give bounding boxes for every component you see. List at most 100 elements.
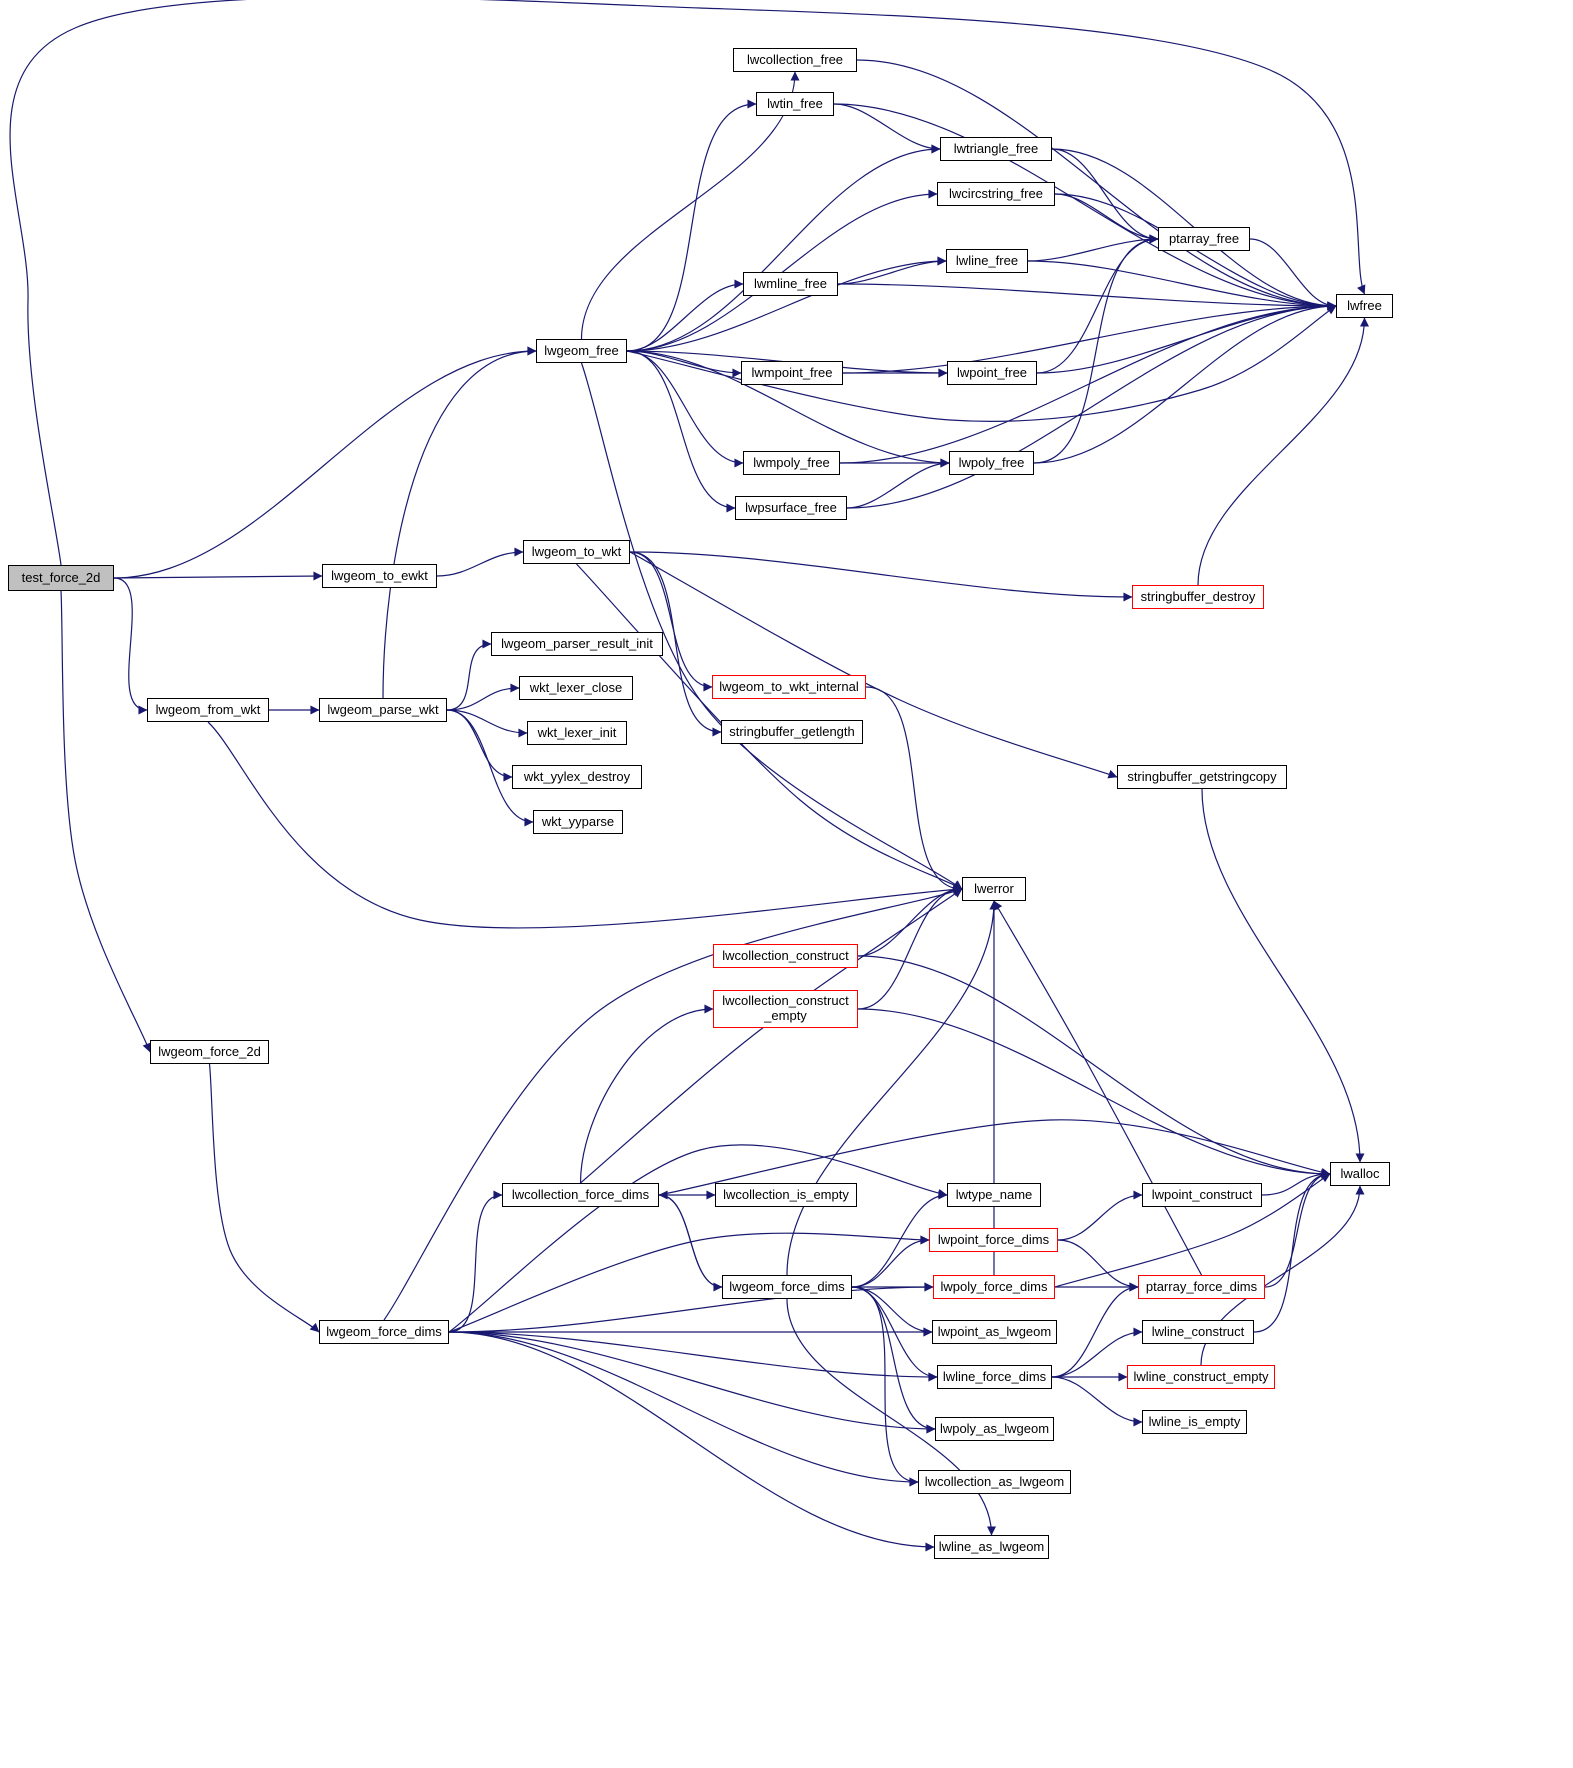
node-lwgeom_force_dims_mid[interactable]: lwgeom_force_dims: [722, 1275, 852, 1299]
edge-lwcollection_force_dims-lwcollection_construct_empty: [579, 1004, 714, 1184]
edge-lwgeom_parse_wkt-lwgeom_parser_result_init: [446, 639, 492, 711]
edge-lwgeom_to_wkt-stringbuffer_destroy: [629, 551, 1133, 602]
edge-lwgeom_force_dims_left-lwline_force_dims: [448, 1331, 938, 1382]
edge-lwgeom_parse_wkt-wkt_lexer_init: [446, 709, 528, 738]
edge-test_force_2d-lwfree: [9, 0, 1366, 566]
edge-ptarray_free-lwfree: [1249, 238, 1337, 311]
node-lwgeom_to_wkt_internal[interactable]: lwgeom_to_wkt_internal: [712, 675, 866, 699]
node-wkt_yyparse[interactable]: wkt_yyparse: [533, 810, 623, 834]
node-lwmpoly_free[interactable]: lwmpoly_free: [743, 451, 840, 475]
node-lwpsurface_free[interactable]: lwpsurface_free: [735, 496, 847, 520]
edge-lwgeom_force_dims_mid-lwline_force_dims: [851, 1286, 938, 1382]
edge-lwgeom_force_dims_left-lwcollection_as_lwgeom: [448, 1331, 919, 1487]
node-lwgeom_force_2d[interactable]: lwgeom_force_2d: [150, 1040, 269, 1064]
node-lwgeom_parse_wkt[interactable]: lwgeom_parse_wkt: [319, 698, 447, 722]
edge-lwgeom_force_dims_mid-lwcollection_force_dims: [658, 1190, 723, 1288]
node-lwcollection_as_lwgeom[interactable]: lwcollection_as_lwgeom: [918, 1470, 1071, 1494]
node-lwline_free[interactable]: lwline_free: [946, 249, 1028, 273]
node-lwgeom_free[interactable]: lwgeom_free: [536, 339, 627, 363]
edge-lwgeom_to_wkt-lwgeom_to_wkt_internal: [629, 551, 713, 692]
node-lwline_construct_empty[interactable]: lwline_construct_empty: [1127, 1365, 1275, 1389]
edge-lwcircstring_free-ptarray_free: [1054, 193, 1159, 244]
node-stringbuffer_destroy[interactable]: stringbuffer_destroy: [1132, 585, 1264, 609]
edge-lwgeom_free-lwmline_free: [626, 279, 744, 352]
node-lwalloc[interactable]: lwalloc: [1330, 1162, 1390, 1186]
edge-lwline_free-ptarray_free: [1027, 234, 1159, 262]
edge-lwpoint_construct-lwalloc: [1261, 1169, 1331, 1196]
node-lwcollection_is_empty[interactable]: lwcollection_is_empty: [715, 1183, 857, 1207]
node-wkt_yylex_destroy[interactable]: wkt_yylex_destroy: [512, 765, 642, 789]
edge-test_force_2d-lwgeom_force_2d: [60, 590, 152, 1053]
node-lwgeom_to_wkt[interactable]: lwgeom_to_wkt: [523, 540, 630, 564]
node-lwpoly_force_dims[interactable]: lwpoly_force_dims: [933, 1275, 1055, 1299]
node-lwerror[interactable]: lwerror: [962, 877, 1026, 901]
edge-lwgeom_force_dims_left-lwpoly_force_dims: [448, 1282, 934, 1333]
edge-lwgeom_free-lwpsurface_free: [626, 350, 736, 513]
edge-lwpoint_free-lwfree: [1036, 301, 1337, 374]
edge-lwgeom_force_dims_left-lwerror: [383, 887, 963, 1321]
node-lwgeom_to_ewkt[interactable]: lwgeom_to_ewkt: [322, 564, 437, 588]
node-ptarray_free[interactable]: ptarray_free: [1158, 227, 1250, 251]
node-lwcollection_construct_empty[interactable]: lwcollection_construct _empty: [713, 990, 858, 1028]
node-wkt_lexer_close[interactable]: wkt_lexer_close: [519, 676, 633, 700]
edge-lwtin_free-lwtriangle_free: [833, 103, 941, 154]
node-lwtin_free[interactable]: lwtin_free: [756, 92, 834, 116]
edge-lwgeom_free-lwtin_free: [626, 99, 757, 352]
edge-lwpsurface_free-lwfree: [846, 301, 1337, 509]
node-lwline_as_lwgeom[interactable]: lwline_as_lwgeom: [934, 1535, 1049, 1559]
node-stringbuffer_getlength[interactable]: stringbuffer_getlength: [721, 720, 863, 744]
node-lwcircstring_free[interactable]: lwcircstring_free: [937, 182, 1055, 206]
node-lwgeom_force_dims_left[interactable]: lwgeom_force_dims: [319, 1320, 449, 1344]
node-lwgeom_parser_result_init[interactable]: lwgeom_parser_result_init: [491, 632, 663, 656]
edge-lwpoly_free-lwfree: [1033, 301, 1337, 464]
node-lwmline_free[interactable]: lwmline_free: [743, 272, 838, 296]
node-lwcollection_force_dims[interactable]: lwcollection_force_dims: [502, 1183, 659, 1207]
node-lwmpoint_free[interactable]: lwmpoint_free: [741, 361, 843, 385]
node-lwpoint_construct[interactable]: lwpoint_construct: [1142, 1183, 1262, 1207]
edge-test_force_2d-lwgeom_to_ewkt: [113, 571, 323, 581]
edge-ptarray_force_dims-lwalloc: [1264, 1169, 1331, 1288]
node-lwline_force_dims[interactable]: lwline_force_dims: [937, 1365, 1052, 1389]
edge-lwgeom_to_ewkt-lwgeom_to_wkt: [436, 547, 524, 577]
edge-lwgeom_force_dims_mid-lwcollection_as_lwgeom: [851, 1286, 919, 1487]
edge-lwline_free-lwfree: [1027, 260, 1337, 311]
node-wkt_lexer_init[interactable]: wkt_lexer_init: [527, 721, 627, 745]
node-lwfree[interactable]: lwfree: [1336, 294, 1393, 318]
edge-lwpoly_free-ptarray_free: [1033, 234, 1159, 464]
edge-lwmpoly_free-lwfree: [839, 301, 1337, 464]
edge-lwgeom_force_dims_left-lwtype_name: [448, 1144, 948, 1333]
node-lwtype_name[interactable]: lwtype_name: [947, 1183, 1041, 1207]
edge-lwpoint_force_dims-ptarray_force_dims: [1057, 1239, 1139, 1292]
edge-lwmpoint_free-lwfree: [842, 301, 1337, 374]
node-lwpoly_free[interactable]: lwpoly_free: [949, 451, 1034, 475]
edge-lwcollection_construct_empty-lwalloc: [857, 1008, 1331, 1179]
node-lwpoly_as_lwgeom[interactable]: lwpoly_as_lwgeom: [935, 1417, 1054, 1441]
node-stringbuffer_getstringcopy[interactable]: stringbuffer_getstringcopy: [1117, 765, 1287, 789]
edge-lwpsurface_free-lwpoly_free: [846, 458, 950, 509]
node-lwline_is_empty[interactable]: lwline_is_empty: [1142, 1410, 1247, 1434]
edge-lwgeom_free-lwerror: [580, 362, 963, 890]
node-lwcollection_construct[interactable]: lwcollection_construct: [713, 944, 858, 968]
node-lwcollection_free[interactable]: lwcollection_free: [733, 48, 857, 72]
edge-lwmline_free-lwfree: [837, 283, 1337, 311]
node-lwpoint_force_dims[interactable]: lwpoint_force_dims: [929, 1228, 1058, 1252]
node-lwtriangle_free[interactable]: lwtriangle_free: [940, 137, 1052, 161]
edge-lwcollection_construct-lwerror: [857, 884, 963, 957]
node-lwpoint_as_lwgeom[interactable]: lwpoint_as_lwgeom: [932, 1320, 1057, 1344]
edge-lwline_force_dims-ptarray_force_dims: [1051, 1282, 1139, 1378]
edge-lwgeom_parse_wkt-wkt_lexer_close: [446, 683, 520, 711]
edge-lwpoint_force_dims-lwpoint_construct: [1057, 1190, 1143, 1241]
node-lwgeom_from_wkt[interactable]: lwgeom_from_wkt: [147, 698, 269, 722]
node-lwpoint_free[interactable]: lwpoint_free: [947, 361, 1037, 385]
node-lwline_construct[interactable]: lwline_construct: [1142, 1320, 1254, 1344]
node-ptarray_force_dims[interactable]: ptarray_force_dims: [1138, 1275, 1265, 1299]
edge-lwcollection_construct_empty-lwerror: [857, 884, 963, 1010]
edge-lwtin_free-lwfree: [833, 103, 1337, 311]
edge-lwmline_free-lwline_free: [837, 256, 947, 285]
edge-lwline_construct-lwalloc: [1253, 1169, 1331, 1333]
edge-stringbuffer_getstringcopy-lwalloc: [1201, 788, 1365, 1163]
node-test_force_2d[interactable]: test_force_2d: [8, 565, 114, 591]
edge-lwcollection_construct-lwalloc: [857, 955, 1331, 1179]
